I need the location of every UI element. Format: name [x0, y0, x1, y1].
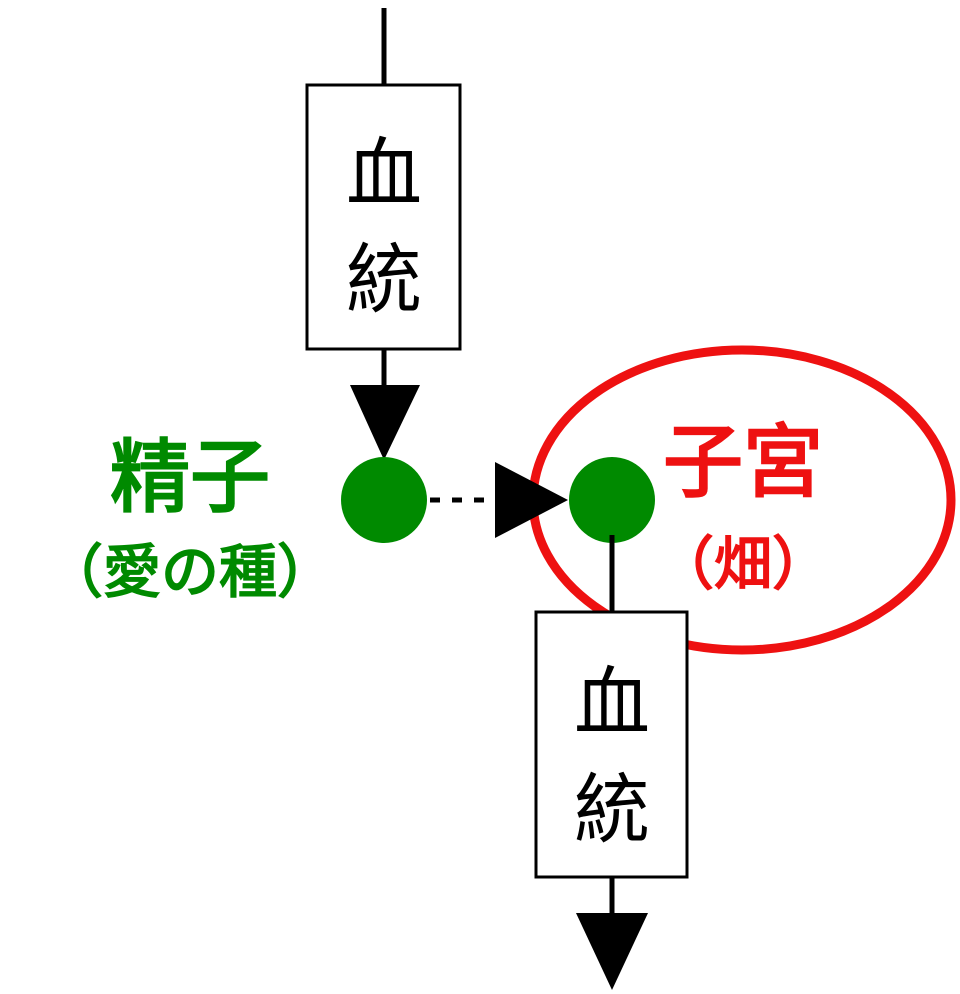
bottom-lineage-box-frame [534, 610, 689, 879]
top-lineage-box-frame [305, 83, 462, 351]
bottom-box-char-blood: 血 [574, 658, 650, 747]
sperm-subtitle: （愛の種） [45, 538, 335, 606]
down-arrow-head-bottom [576, 913, 648, 990]
bottom-box-char-line: 統 [574, 765, 650, 854]
sperm-node [341, 457, 427, 543]
womb-node [569, 457, 655, 543]
womb-title: 子宮 [663, 416, 823, 509]
sperm-title: 精子 [110, 431, 270, 524]
right-arrow-head [495, 462, 568, 538]
womb-subtitle: （畑） [656, 530, 830, 598]
bottom-lineage-box: 血 統 [534, 610, 689, 879]
down-arrow-head-top [350, 385, 420, 460]
top-box-char-line: 統 [346, 235, 422, 324]
top-box-char-blood: 血 [346, 129, 422, 218]
top-lineage-box: 血 統 [305, 83, 462, 351]
